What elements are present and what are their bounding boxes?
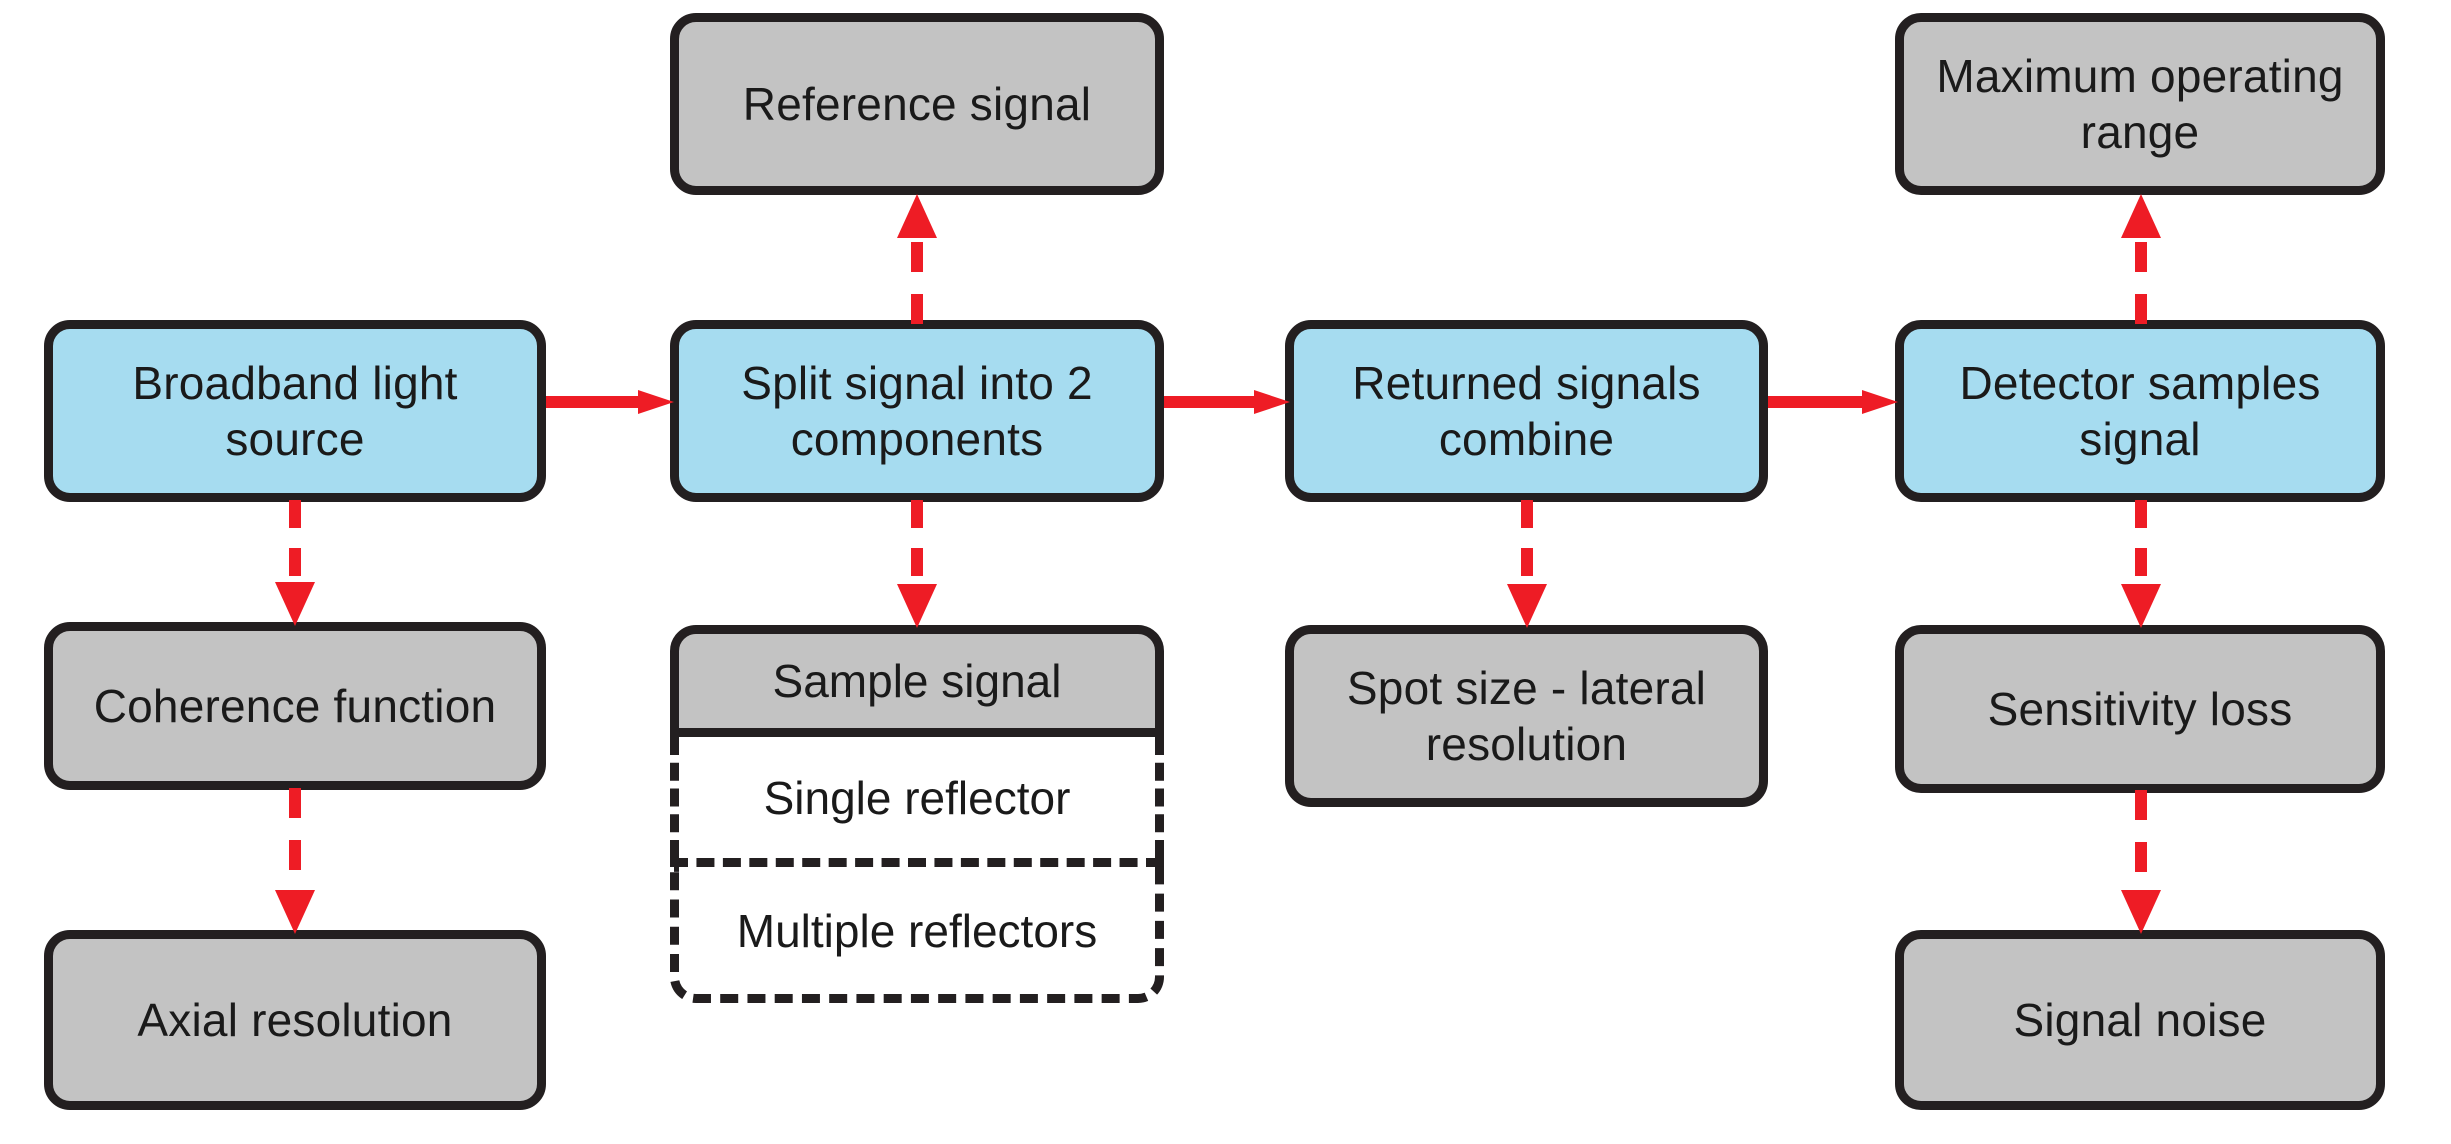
node-label: Broadband light source — [132, 356, 458, 465]
node-sample-signal[interactable]: Sample signal — [670, 625, 1164, 737]
node-split-signal[interactable]: Split signal into 2 components — [670, 320, 1164, 502]
node-label: Reference signal — [742, 77, 1092, 130]
node-label: Detector samples signal — [1959, 356, 2321, 465]
edge-source-to-coherence — [272, 500, 318, 626]
edge-sensitivity-to-noise — [2118, 790, 2164, 934]
edge-returned-to-detector — [1768, 390, 1898, 414]
edge-detector-to-maxrange — [2118, 192, 2164, 324]
node-label: Signal noise — [2013, 993, 2267, 1046]
node-coherence-function[interactable]: Coherence function — [44, 622, 546, 790]
node-label: Axial resolution — [137, 993, 453, 1046]
node-detector-samples-signal[interactable]: Detector samples signal — [1895, 320, 2385, 502]
node-label: Maximum operating range — [1936, 49, 2344, 158]
node-broadband-light-source[interactable]: Broadband light source — [44, 320, 546, 502]
edge-returned-to-spotsize — [1504, 500, 1550, 628]
edge-detector-to-sensitivity — [2118, 500, 2164, 628]
node-label: Returned signals combine — [1352, 356, 1701, 465]
edge-split-to-reference — [894, 192, 940, 324]
node-reference-signal[interactable]: Reference signal — [670, 13, 1164, 195]
edge-coherence-to-axial — [272, 788, 318, 934]
node-label: Sample signal — [772, 655, 1062, 707]
node-single-reflector[interactable]: Single reflector — [670, 737, 1164, 858]
node-label: Spot size - lateral resolution — [1346, 661, 1707, 770]
node-sensitivity-loss[interactable]: Sensitivity loss — [1895, 625, 2385, 793]
node-label: Single reflector — [763, 771, 1071, 824]
node-signal-noise[interactable]: Signal noise — [1895, 930, 2385, 1110]
edge-split-to-sample — [894, 500, 940, 628]
node-multiple-reflectors[interactable]: Multiple reflectors — [670, 858, 1164, 1003]
node-label: Multiple reflectors — [736, 904, 1098, 957]
edge-source-to-split — [546, 390, 674, 414]
node-maximum-operating-range[interactable]: Maximum operating range — [1895, 13, 2385, 195]
node-label: Sensitivity loss — [1987, 682, 2293, 735]
node-spot-size-lateral-resolution[interactable]: Spot size - lateral resolution — [1285, 625, 1768, 807]
compound-sample-signal: Sample signal Single reflector Multiple … — [670, 625, 1164, 1003]
node-axial-resolution[interactable]: Axial resolution — [44, 930, 546, 1110]
node-returned-signals-combine[interactable]: Returned signals combine — [1285, 320, 1768, 502]
edge-split-to-returned — [1164, 390, 1290, 414]
node-label: Split signal into 2 components — [741, 356, 1093, 465]
node-label: Coherence function — [93, 679, 497, 732]
